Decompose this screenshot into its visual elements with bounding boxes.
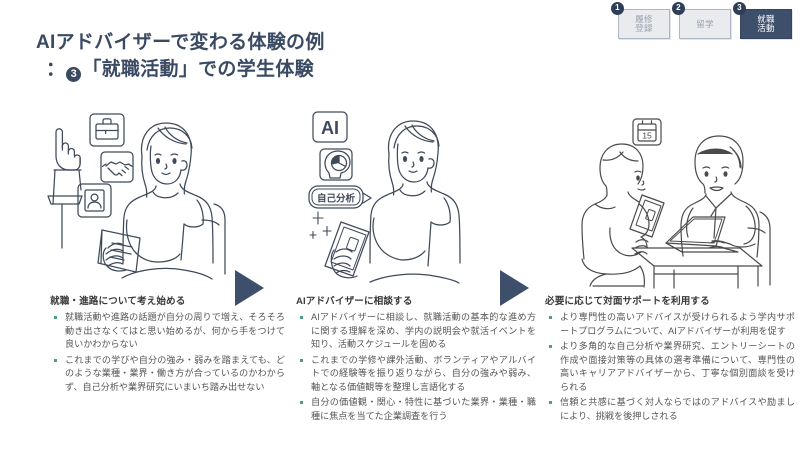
column-1-bullet-list: 就職活動や進路の話題が自分の周りで増え、そろそろ動き出さなくてはと思い始めるが、… (50, 311, 285, 394)
column-2-bullet-list: AIアドバイザーに相談し、就職活動の基本的な進め方に関する理解を深め、学内の説明… (296, 311, 536, 423)
pointing-hand-icon (52, 128, 82, 205)
laptop (665, 216, 726, 247)
calendar-icon: 15 (632, 118, 662, 146)
step-badge-3-label: 就職 活動 (757, 14, 775, 33)
step-badge-3-chip (740, 9, 792, 39)
list-item: これまでの学修や課外活動、ボランティアやアルバイトでの経験等を振り返りながら、自… (296, 354, 536, 394)
column-1-heading: 就職・進路について考え始める (50, 296, 186, 307)
tablet-device (629, 194, 665, 238)
briefcase-card-icon (89, 113, 125, 147)
list-item: より専門性の高いアドバイスが受けられるよう学内サポートプログラムについて、AIア… (545, 311, 795, 338)
desk-edge (47, 195, 83, 205)
column-2-heading: AIアドバイザーに相談する (296, 296, 413, 307)
id-card-icon (77, 183, 112, 218)
description-column-2: AIアドバイザーに相談する AIアドバイザーに相談し、就職活動の基本的な進め方に… (296, 296, 536, 425)
step-badge-1-number: 1 (611, 2, 624, 15)
illustration-row: AI 自己分析 (0, 100, 800, 306)
self-analysis-bubble: 自己分析 (308, 185, 372, 209)
self-analysis-bubble-label: 自己分析 (317, 193, 356, 205)
arrow-step2-to-step3 (497, 268, 531, 308)
column-3-bullet-list: より専門性の高いアドバイスが受けられるよう学内サポートプログラムについて、AIア… (545, 311, 795, 423)
step-badge-3-label-line2: 活動 (757, 23, 775, 33)
student-figure (97, 122, 226, 280)
list-item: 就職活動や進路の話題が自分の周りで増え、そろそろ動き出さなくてはと思い始めるが、… (50, 311, 285, 351)
ai-label-icon: AI (312, 111, 348, 143)
illustration-panel-3: 15 (570, 100, 785, 295)
list-item: 自分の価値観・関心・特性に基づいた業界・業種・職種に焦点を当てた企業調査を行う (296, 396, 536, 423)
description-column-1: 就職・進路について考え始める 就職活動や進路の話題が自分の周りで増え、そろそろ動… (50, 296, 285, 396)
page-title-line2: ：3「就職活動」での学生体験 (36, 57, 466, 84)
step-badge-1-label-line2: 登録 (635, 23, 653, 33)
page-title-colon: ： (46, 58, 66, 80)
step-badge-1-label-line1: 履修 (635, 14, 653, 24)
step-badge-2-chip (679, 9, 731, 39)
page-title-line2-text: 「就職活動」での学生体験 (82, 58, 314, 80)
page-title-line1: AIアドバイザーで変わる体験の例 (36, 32, 325, 53)
student-figure (581, 143, 665, 288)
handshake-card-icon (100, 151, 134, 183)
calendar-day-label: 15 (642, 131, 652, 141)
column-3-heading: 必要に応じて対面サポートを利用する (545, 296, 710, 307)
step-badge-2[interactable]: 2 留学 (672, 2, 731, 39)
step-badge-3-label-line1: 就職 (757, 14, 775, 24)
list-item: 信頼と共感に基づく対人ならではのアドバイスや励ましにより、挑戦を後押しされる (545, 396, 795, 423)
description-column-3: 必要に応じて対面サポートを利用する より専門性の高いアドバイスが受けられるよう学… (545, 296, 795, 425)
desk (631, 247, 763, 267)
advisor-figure (631, 135, 771, 289)
arrow-step1-to-step2 (232, 268, 266, 308)
step-badge-1-chip (618, 9, 670, 39)
step-badge-1[interactable]: 1 履修 登録 (611, 2, 670, 39)
sparkle-icon (309, 211, 332, 239)
description-columns: 就職・進路について考え始める 就職活動や進路の話題が自分の周りで増え、そろそろ動… (0, 296, 800, 446)
step-badge-2-label-line1: 留学 (696, 18, 714, 29)
step-badge-3-number: 3 (733, 2, 746, 15)
student-figure (324, 120, 461, 284)
step-badge-3[interactable]: 3 就職 活動 (733, 2, 792, 39)
svg-text:AI: AI (321, 118, 339, 138)
page-title: AIアドバイザーで変わる体験の例 ：3「就職活動」での学生体験 (36, 30, 466, 84)
step-badge-1-label: 履修 登録 (635, 14, 653, 33)
step-badge-2-label: 留学 (696, 18, 714, 29)
head-piechart-icon (319, 148, 353, 181)
illustration-panel-2: AI 自己分析 (296, 100, 496, 295)
step-badge-2-number: 2 (672, 2, 685, 15)
list-item: AIアドバイザーに相談し、就職活動の基本的な進め方に関する理解を深め、学内の説明… (296, 311, 536, 351)
list-item: これまでの学びや自分の強み・弱みを踏まえても、どのような業種・業界・働き方が合っ… (50, 354, 285, 394)
page-title-step-badge: 3 (66, 67, 82, 83)
smartphone (324, 221, 370, 277)
list-item: より多角的な自己分析や業界研究、エントリーシートの作成や面接対策等の具体の選考準… (545, 340, 795, 394)
step-badge-group: 1 履修 登録 2 留学 3 就職 活動 (611, 2, 792, 39)
illustration-panel-1 (34, 100, 249, 295)
